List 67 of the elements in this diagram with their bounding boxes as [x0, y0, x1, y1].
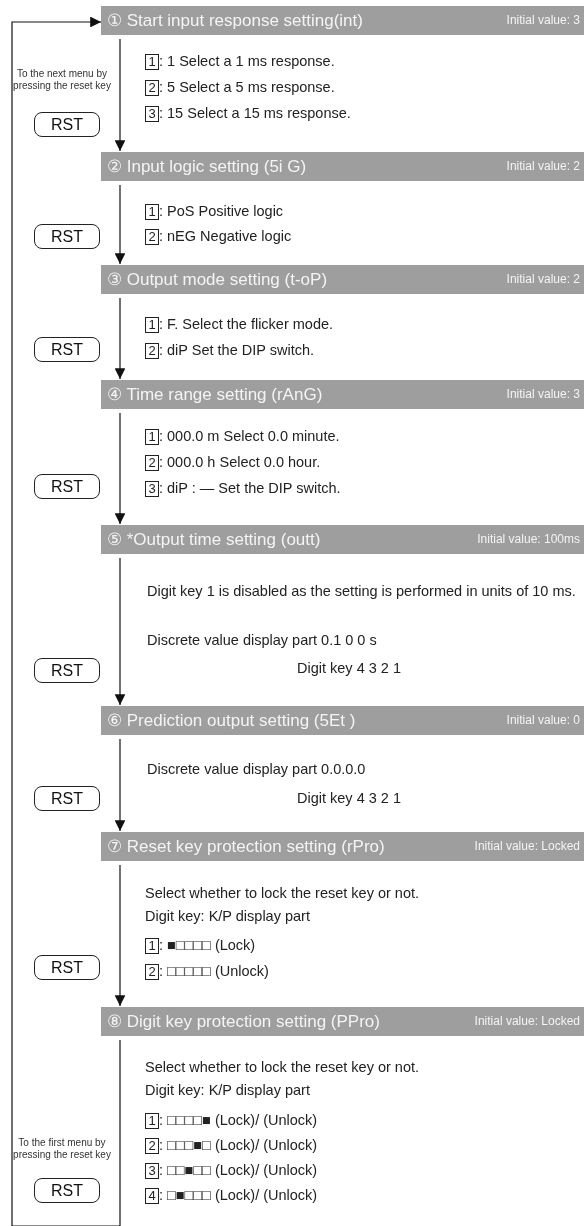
menu-title: ② Input logic setting (5i G) [107, 156, 307, 177]
reset-key: RST [34, 224, 100, 249]
menu-header-band [101, 706, 584, 735]
note-text: Digit key 4 3 2 1 [297, 659, 401, 677]
option-text: 3: diP : — Set the DIP switch. [145, 479, 341, 497]
note-text: Select whether to lock the reset key or not. [145, 1058, 420, 1076]
option-text: 3: □□■□□ (Lock)/ (Unlock) [145, 1161, 318, 1179]
reset-key: RST [34, 474, 100, 499]
option-text: 2: 5 Select a 5 ms response. [145, 78, 335, 96]
menu-title: ① Start input response setting(int) [107, 10, 363, 31]
arrow [114, 738, 126, 832]
node-label: To the first menu by pressing the reset key [12, 1137, 112, 1161]
initial-value: Initial value: 0 [506, 713, 580, 727]
arrow [114, 557, 126, 706]
menu-header-band [101, 1007, 584, 1036]
node-label: To the next menu by pressing the reset key [12, 68, 112, 92]
reset-key: RST [34, 337, 100, 362]
menu-title: ⑤ *Output time setting (outt) [107, 529, 321, 550]
arrow [114, 184, 126, 265]
option-text: 2: 000.0 h Select 0.0 hour. [145, 453, 321, 471]
menu-header-band [101, 6, 584, 35]
note-text: Digit key 1 is disabled as the setting is performed in units of 10 ms. [147, 582, 577, 600]
note-text: Digit key: K/P display part [145, 907, 310, 925]
note-text: Discrete value display part 0.1 0 0 s [147, 631, 377, 649]
menu-title: ⑥ Prediction output setting (5Et ) [107, 710, 356, 731]
option-text: 2: □□□■□ (Lock)/ (Unlock) [145, 1136, 318, 1154]
menu-header-band [101, 152, 584, 181]
reset-key: RST [34, 955, 100, 980]
arrow [114, 864, 126, 1007]
option-text: 1: ■□□□□ (Lock) [145, 936, 256, 954]
option-text: 4: □■□□□ (Lock)/ (Unlock) [145, 1186, 318, 1204]
option-text: 2: diP Set the DIP switch. [145, 341, 314, 359]
menu-header-band [101, 832, 584, 861]
menu-header-band [101, 380, 584, 409]
reset-key: RST [34, 786, 100, 811]
note-text: Digit key: K/P display part [145, 1081, 310, 1099]
menu-header-band [101, 265, 584, 294]
initial-value: Initial value: 2 [506, 272, 580, 286]
arrow [114, 38, 126, 152]
arrow [114, 297, 126, 380]
menu-title: ⑧ Digit key protection setting (PPro) [107, 1011, 380, 1032]
option-text: 2: nEG Negative logic [145, 227, 292, 245]
reset-key: RST [34, 1178, 100, 1203]
option-text: 1: 000.0 m Select 0.0 minute. [145, 427, 340, 445]
reset-key: RST [34, 658, 100, 683]
note-text: Digit key 4 3 2 1 [297, 789, 401, 807]
menu-title: ⑦ Reset key protection setting (rPro) [107, 836, 385, 857]
initial-value: Initial value: 100ms [477, 532, 580, 546]
option-text: 3: 15 Select a 15 ms response. [145, 104, 351, 122]
menu-header-band [101, 525, 584, 554]
option-text: 1: PoS Positive logic [145, 202, 284, 220]
note-text: Select whether to lock the reset key or not. [145, 884, 420, 902]
option-text: 1: F. Select the flicker mode. [145, 315, 334, 333]
option-text: 1: □□□□■ (Lock)/ (Unlock) [145, 1111, 318, 1129]
menu-title: ④ Time range setting (rAnG) [107, 384, 323, 405]
initial-value: Initial value: 3 [506, 387, 580, 401]
reset-key: RST [34, 112, 100, 137]
option-text: 1: 1 Select a 1 ms response. [145, 52, 335, 70]
initial-value: Initial value: 2 [506, 159, 580, 173]
initial-value: Initial value: Locked [474, 1014, 580, 1028]
arrow [114, 412, 126, 525]
menu-title: ③ Output mode setting (t-oP) [107, 269, 328, 290]
note-text: Discrete value display part 0.0.0.0 [147, 760, 366, 778]
initial-value: Initial value: Locked [474, 839, 580, 853]
option-text: 2: □□□□□ (Unlock) [145, 962, 269, 980]
initial-value: Initial value: 3 [506, 13, 580, 27]
arrow [11, 16, 121, 1226]
